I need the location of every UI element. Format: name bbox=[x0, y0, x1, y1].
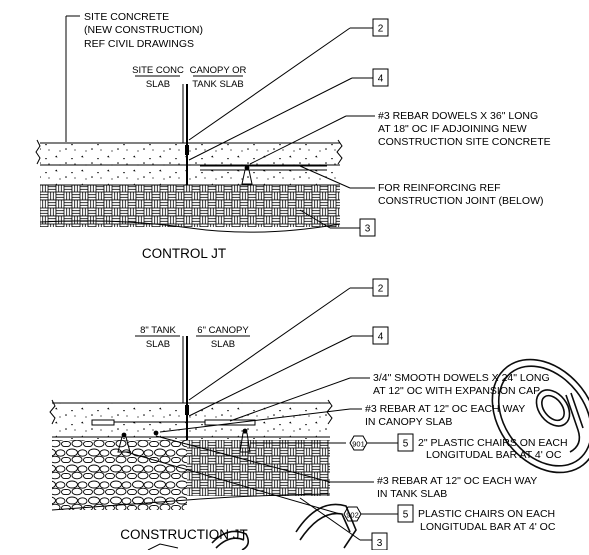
control-tag-3: 3 bbox=[365, 224, 371, 235]
control-left-slab-label-1: SITE CONC bbox=[132, 65, 184, 76]
construction-right-slab-label-2: SLAB bbox=[211, 339, 235, 350]
construction-tag-3: 3 bbox=[377, 538, 383, 549]
watermark bbox=[211, 358, 589, 551]
construction-tag-4: 4 bbox=[378, 332, 384, 343]
construction-note-dowels-1: 3/4" SMOOTH DOWELS X 24" LONG bbox=[373, 372, 550, 384]
construction-gravel-base bbox=[52, 440, 187, 510]
construction-joint-detail: 8" TANK SLAB 6" CANOPY SLAB 2 4 3/4" SMO… bbox=[49, 278, 568, 551]
construction-chair-right bbox=[239, 432, 251, 453]
control-joint-title: CONTROL JT bbox=[142, 246, 226, 261]
construction-tag-2: 2 bbox=[378, 284, 384, 295]
control-note-dowels-1: #3 REBAR DOWELS X 36" LONG bbox=[378, 110, 538, 122]
construction-note-chairs1-2: LONGITUDAL BAR AT 4' OC bbox=[426, 449, 562, 461]
construction-note-tank-2: IN TANK SLAB bbox=[377, 488, 447, 500]
construction-box-5b-label: 5 bbox=[403, 510, 409, 521]
control-note-reinf-2: CONSTRUCTION JOINT (BELOW) bbox=[378, 195, 543, 207]
construction-note-chairs2-2: LONGITUDAL BAR AT 4' OC bbox=[420, 521, 556, 533]
control-tag-4: 4 bbox=[378, 74, 384, 85]
construction-subgrade bbox=[187, 440, 330, 496]
control-right-slab-label-2: TANK SLAB bbox=[192, 79, 244, 90]
construction-note-dowels-2: AT 12" OC WITH EXPANSION CAP bbox=[373, 385, 540, 397]
construction-note-chairs2-1: PLASTIC CHAIRS ON EACH bbox=[418, 508, 555, 520]
construction-left-slab-label-2: SLAB bbox=[146, 339, 170, 350]
control-tag-3-box bbox=[359, 218, 376, 237]
control-right-slab-label-1: CANOPY OR bbox=[190, 65, 247, 76]
construction-note-tank-1: #3 REBAR AT 12" OC EACH WAY bbox=[377, 475, 537, 487]
construction-box-5a-label: 5 bbox=[403, 439, 409, 450]
control-note-site-3: REF CIVIL DRAWINGS bbox=[84, 38, 194, 50]
control-joint-detail: SITE CONC SLAB CANOPY OR TANK SLAB SITE … bbox=[35, 11, 551, 261]
break-line-left bbox=[35, 139, 41, 165]
construction-hex-902-label: 902 bbox=[346, 511, 359, 520]
construction-right-slab-label-1: 6" CANOPY bbox=[197, 325, 249, 336]
construction-tag-2-box bbox=[372, 278, 389, 297]
control-note-site-1: SITE CONCRETE bbox=[84, 11, 169, 23]
construction-left-slab-label-1: 8" TANK bbox=[140, 325, 176, 336]
control-note-reinf-1: FOR REINFORCING REF bbox=[378, 182, 501, 194]
control-subgrade bbox=[40, 185, 340, 227]
control-slab bbox=[40, 143, 340, 185]
construction-note-canopy-1: #3 REBAR AT 12" OC EACH WAY bbox=[365, 403, 525, 415]
control-note-dowels-2: AT 18" OC IF ADJOINING NEW bbox=[378, 123, 527, 135]
construction-note-chairs1-1: 2" PLASTIC CHAIRS ON EACH bbox=[418, 437, 568, 449]
control-tag-4-box bbox=[372, 68, 389, 87]
control-tag-2: 2 bbox=[378, 24, 384, 35]
control-note-site-2: (NEW CONSTRUCTION) bbox=[84, 24, 203, 36]
control-left-slab-label-2: SLAB bbox=[146, 79, 170, 90]
construction-tag-4-box bbox=[372, 326, 389, 345]
control-tag-2-box bbox=[372, 18, 389, 37]
construction-hex-901-label: 901 bbox=[352, 440, 365, 449]
control-note-dowels-3: CONSTRUCTION SITE CONCRETE bbox=[378, 136, 551, 148]
construction-note-canopy-2: IN CANOPY SLAB bbox=[365, 416, 452, 428]
break-line-right bbox=[336, 139, 343, 165]
control-chair bbox=[241, 169, 253, 185]
